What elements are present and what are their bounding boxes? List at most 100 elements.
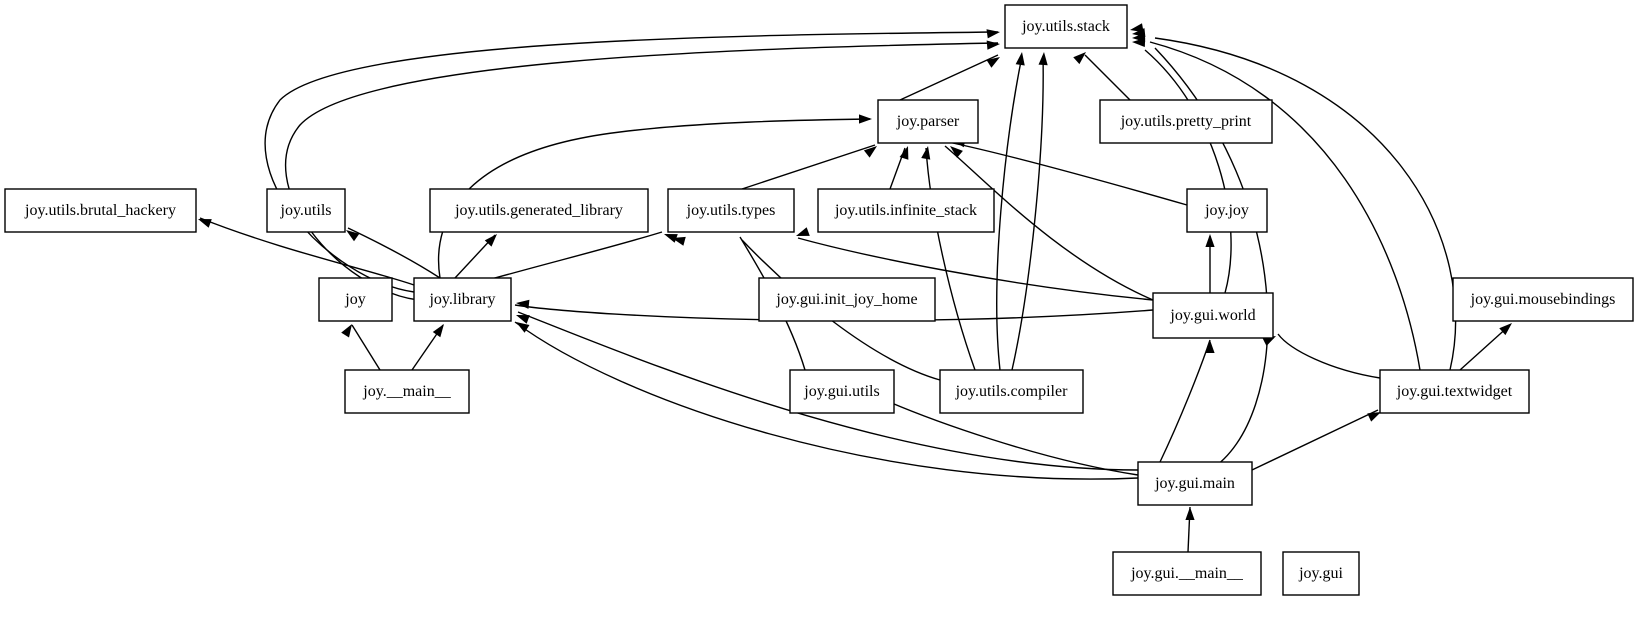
- node-label-joy: joy: [344, 291, 365, 308]
- node-box-joy.__main__: [344, 369, 470, 414]
- node-box-joy.utils.pretty_print: [1099, 99, 1273, 144]
- node-box-joy.joy: [1186, 188, 1268, 233]
- arrowhead-into-joy.utils.types: [796, 227, 810, 236]
- node-label-joy.library: joy.library: [428, 291, 495, 308]
- arrowhead-into-joy.parser: [921, 146, 931, 160]
- node-label-joy.gui.utils: joy.gui.utils: [803, 383, 879, 400]
- node-label-joy.parser: joy.parser: [896, 113, 960, 130]
- node-joy.gui.init_joy_home[interactable]: joy.gui.init_joy_home: [758, 277, 936, 322]
- node-joy.utils[interactable]: joy.utils: [266, 188, 346, 233]
- node-joy.joy[interactable]: joy.joy: [1186, 188, 1268, 233]
- arrowhead-into-joy.utils.stack: [986, 29, 1000, 39]
- node-joy.utils.generated_library[interactable]: joy.utils.generated_library: [429, 188, 649, 233]
- node-label-joy.utils.brutal_hackery: joy.utils.brutal_hackery: [24, 202, 176, 219]
- edge-joy.library-to-joy.utils.brutal_hackery: [199, 217, 415, 286]
- node-box-joy.gui.main: [1137, 461, 1253, 506]
- node-joy.utils.infinite_stack[interactable]: joy.utils.infinite_stack: [817, 188, 995, 233]
- nodes-layer: joy.utils.stack joy.parser joy.utils.prett…: [4, 4, 1634, 596]
- node-joy.gui.main[interactable]: joy.gui.main: [1137, 461, 1253, 506]
- node-joy[interactable]: joy: [318, 277, 393, 322]
- node-box-joy.library: [413, 277, 512, 322]
- node-joy.utils.stack[interactable]: joy.utils.stack: [1004, 4, 1128, 49]
- edge-joy.gui.world-to-joy.parser: [944, 145, 1154, 301]
- node-label-joy.gui.textwidget: joy.gui.textwidget: [1396, 383, 1513, 400]
- node-box-joy.utils.stack: [1004, 4, 1128, 49]
- node-joy.library[interactable]: joy.library: [413, 277, 512, 322]
- node-label-joy.utils.compiler: joy.utils.compiler: [955, 383, 1069, 400]
- node-label-joy.utils.pretty_print: joy.utils.pretty_print: [1120, 113, 1252, 130]
- arrowhead-into-joy.utils.stack: [1132, 37, 1146, 48]
- node-label-joy.gui.mousebindings: joy.gui.mousebindings: [1470, 291, 1616, 308]
- edge-joy.utils.compiler-to-joy.utils.stack: [1011, 55, 1044, 371]
- edge-joy.gui.main-to-joy.library: [514, 321, 1139, 480]
- node-box-joy.gui.__main__: [1112, 551, 1262, 596]
- node-label-joy.joy: joy.joy: [1204, 202, 1249, 219]
- node-label-joy.__main__: joy.__main__: [362, 383, 451, 400]
- node-joy.gui.textwidget[interactable]: joy.gui.textwidget: [1379, 369, 1530, 414]
- arrowhead-into-joy.parser: [859, 114, 872, 124]
- node-box-joy.utils: [266, 188, 346, 233]
- node-box-joy.utils.types: [667, 188, 795, 233]
- edge-joy.parser-to-joy.utils.stack: [899, 54, 999, 101]
- edge-joy.utils.compiler-to-joy.utils.stack: [996, 55, 1023, 371]
- node-box-joy.gui: [1282, 551, 1360, 596]
- node-joy.utils.compiler[interactable]: joy.utils.compiler: [939, 369, 1084, 414]
- arrowhead-into-joy.parser: [950, 146, 963, 158]
- node-label-joy.gui.main: joy.gui.main: [1154, 475, 1235, 492]
- node-box-joy.gui.utils: [789, 369, 895, 414]
- edge-joy.library-to-joy.utils: [347, 227, 441, 279]
- node-label-joy.gui.world: joy.gui.world: [1169, 307, 1255, 324]
- node-label-joy.utils.types: joy.utils.types: [686, 202, 776, 219]
- node-joy.utils.pretty_print[interactable]: joy.utils.pretty_print: [1099, 99, 1273, 144]
- arrowhead-into-joy.utils.types: [664, 234, 678, 243]
- edge-joy.utils.types-to-joy.parser: [741, 144, 876, 190]
- node-joy.gui.mousebindings[interactable]: joy.gui.mousebindings: [1452, 277, 1634, 322]
- arrowhead-into-joy.utils.stack: [986, 57, 1000, 68]
- edge-joy.gui.main-to-joy.gui.utils: [879, 397, 1139, 476]
- node-box-joy.utils.compiler: [939, 369, 1084, 414]
- arrowhead-into-joy.utils.stack: [1015, 52, 1025, 66]
- edge-joy.utils.compiler-to-joy.parser: [925, 147, 976, 371]
- node-joy.gui[interactable]: joy.gui: [1282, 551, 1360, 596]
- node-joy.gui.__main__[interactable]: joy.gui.__main__: [1112, 551, 1262, 596]
- node-label-joy.utils.stack: joy.utils.stack: [1021, 18, 1110, 35]
- node-label-joy.utils.infinite_stack: joy.utils.infinite_stack: [834, 202, 977, 219]
- node-joy.parser[interactable]: joy.parser: [877, 99, 979, 144]
- edge-joy.library-to-joy.utils.stack: [264, 31, 999, 293]
- arrowhead-into-joy.gui.main: [1185, 507, 1195, 520]
- arrowhead-into-joy.library: [516, 315, 530, 324]
- node-box-joy.gui.init_joy_home: [758, 277, 936, 322]
- edge-joy.joy-to-joy.parser: [947, 141, 1188, 206]
- node-joy.__main__[interactable]: joy.__main__: [344, 369, 470, 414]
- node-joy.utils.types[interactable]: joy.utils.types: [667, 188, 795, 233]
- arrowhead-into-joy.gui.world: [1205, 340, 1215, 353]
- edge-joy.gui.textwidget-to-joy.gui.mousebindings: [1459, 324, 1511, 371]
- node-label-joy.utils.generated_library: joy.utils.generated_library: [454, 202, 623, 219]
- arrowhead-into-joy.parser: [899, 146, 909, 160]
- arrowhead-into-joy.library: [432, 324, 444, 338]
- arrowhead-into-joy.utils.brutal_hackery: [198, 219, 212, 228]
- node-label-joy.gui: joy.gui: [1298, 565, 1343, 582]
- node-box-joy.utils.generated_library: [429, 188, 649, 233]
- node-joy.gui.world[interactable]: joy.gui.world: [1152, 292, 1274, 339]
- arrowhead-into-joy.utils.types: [672, 236, 686, 246]
- arrowhead-into-joy.utils.stack: [986, 40, 1000, 50]
- node-joy.gui.utils[interactable]: joy.gui.utils: [789, 369, 895, 414]
- edge-joy.gui.textwidget-to-joy.utils.stack: [1149, 41, 1421, 371]
- edge-joy.gui.textwidget-to-joy.gui.world: [1277, 333, 1381, 379]
- edge-joy.utils.pretty_print-to-joy.utils.stack: [1084, 54, 1131, 101]
- edge-joy.gui.world-to-joy.utils.stack: [1144, 49, 1232, 294]
- arrowhead-into-joy.library: [516, 322, 530, 333]
- node-joy.utils.brutal_hackery[interactable]: joy.utils.brutal_hackery: [4, 188, 197, 233]
- node-box-joy.utils.brutal_hackery: [4, 188, 197, 233]
- arrowhead-into-joy: [341, 324, 352, 338]
- node-box-joy.gui.world: [1152, 292, 1274, 339]
- arrowhead-into-joy.utils.stack: [1130, 23, 1144, 33]
- arrowhead-into-joy.parser: [863, 146, 877, 158]
- edge-joy.__main__-to-joy: [351, 324, 381, 371]
- arrowhead-into-joy.library: [516, 299, 530, 309]
- arrowhead-into-joy.joy: [1205, 234, 1215, 247]
- edge-joy.library-to-joy.utils.stack: [285, 42, 999, 301]
- arrowhead-into-joy.gui.textwidget: [1367, 412, 1381, 422]
